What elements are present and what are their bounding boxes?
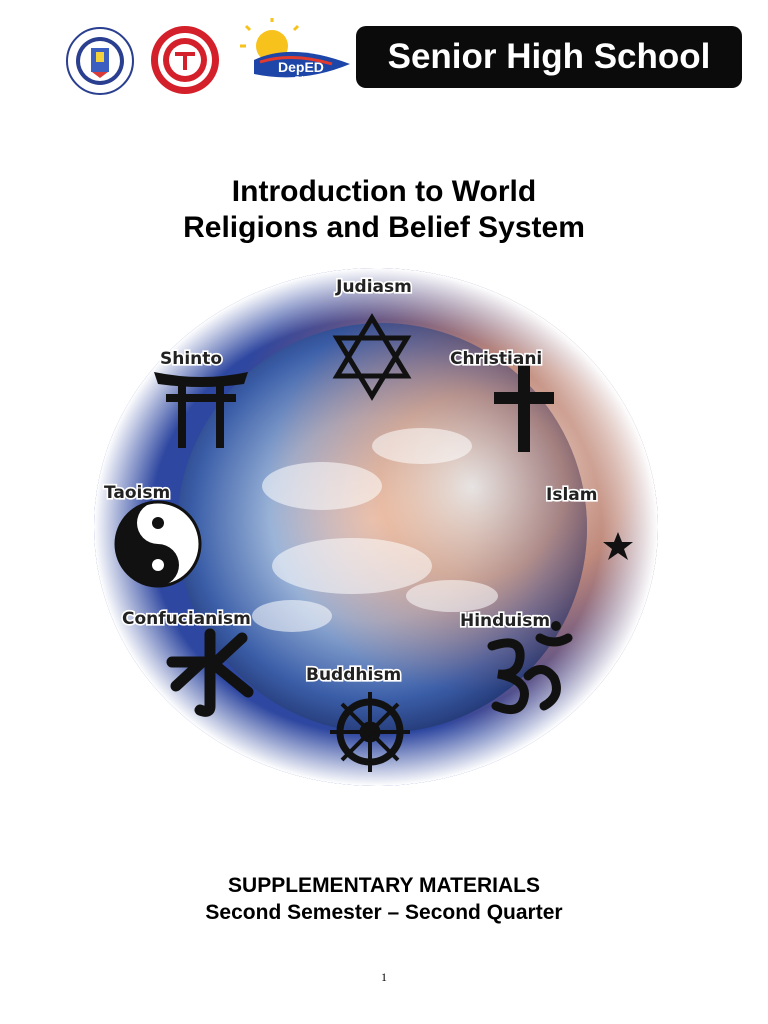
svg-text:CAVITE: CAVITE bbox=[294, 75, 322, 84]
senior-high-school-badge: Senior High School bbox=[356, 26, 742, 88]
torii-gate-icon bbox=[154, 372, 248, 448]
yin-yang-icon bbox=[114, 500, 202, 588]
dharma-wheel-icon bbox=[330, 692, 410, 772]
deped-cavite-icon: DepED CAVITE bbox=[240, 18, 350, 84]
label-shinto: Shinto bbox=[160, 349, 222, 369]
label-buddhism: Buddhism bbox=[306, 665, 401, 685]
tesda-seal-icon bbox=[151, 26, 219, 94]
label-taoism: Taoism bbox=[104, 483, 170, 503]
title-line-1: Introduction to World bbox=[231, 175, 537, 208]
cross-icon bbox=[494, 362, 554, 452]
om-icon bbox=[487, 633, 573, 715]
star-of-david-icon bbox=[332, 313, 412, 401]
deped-seal-icon bbox=[66, 27, 134, 95]
label-hinduism: Hinduism bbox=[460, 611, 550, 631]
title-line-2: Religions and Belief System bbox=[183, 211, 585, 244]
world-religions-graphic: Judiasm Christiani Islam Hinduism Buddhi… bbox=[92, 266, 660, 788]
religions-globe-illustration: Judiasm Christiani Islam Hinduism Buddhi… bbox=[94, 268, 658, 786]
page-header: DepED CAVITE Senior High School bbox=[0, 0, 768, 110]
document-title: Introduction to World Religions and Beli… bbox=[0, 174, 768, 246]
footer-line-1: SUPPLEMENTARY MATERIALS bbox=[228, 874, 540, 897]
supplementary-heading: SUPPLEMENTARY MATERIALS Second Semester … bbox=[0, 872, 768, 926]
label-judaism: Judiasm bbox=[335, 277, 412, 297]
water-character-icon bbox=[166, 628, 254, 717]
label-islam: Islam bbox=[546, 485, 597, 505]
label-christianity: Christiani bbox=[450, 349, 542, 369]
crescent-star-icon bbox=[540, 504, 633, 584]
page-number: 1 bbox=[381, 970, 387, 984]
footer-line-2: Second Semester – Second Quarter bbox=[205, 901, 563, 924]
label-confucianism: Confucianism bbox=[122, 609, 251, 629]
svg-text:DepED: DepED bbox=[278, 59, 324, 75]
